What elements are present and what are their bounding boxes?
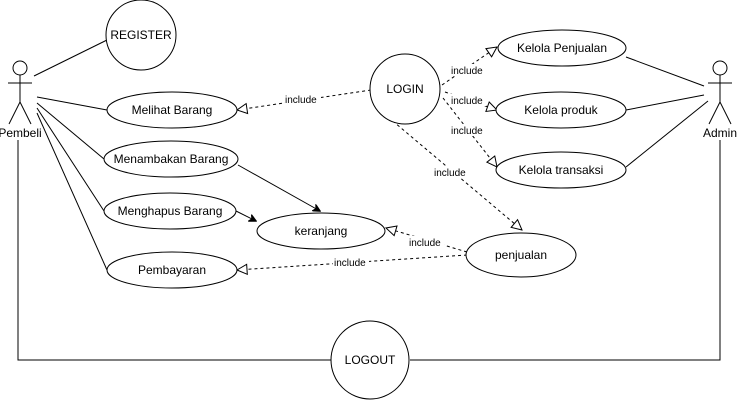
include-login-penjualan	[387, 116, 522, 230]
usecase-label: Melihat Barang	[132, 103, 213, 117]
assoc-pembeli-menghapus-barang	[36, 107, 105, 212]
include-label-penjualan: include	[434, 168, 466, 179]
usecase-melihat-barang[interactable]: Melihat Barang	[106, 91, 238, 129]
usecase-logout[interactable]: LOGOUT	[330, 320, 410, 400]
actor-label-admin: Admin	[703, 126, 737, 140]
usecase-label: Kelola transaksi	[519, 163, 604, 177]
include-label-pembayaran: include	[334, 258, 366, 269]
actor-label-pembeli: Pembeli	[0, 126, 42, 140]
actor-admin[interactable]: Admin	[703, 60, 737, 140]
assoc-pembeli-melihat-barang	[36, 96, 108, 111]
assoc-admin-kelola-produk	[625, 94, 705, 111]
usecase-label: penjualan	[495, 248, 547, 262]
include-label-kelola-produk: include	[451, 96, 483, 107]
include-login-kelola-penjualan	[441, 47, 497, 86]
usecase-label: Kelola produk	[524, 103, 598, 117]
assoc-admin-kelola-penjualan	[625, 56, 705, 87]
include-labels: include include include include include …	[285, 64, 486, 269]
usecase-register[interactable]: REGISTER	[105, 0, 177, 71]
include-label-kelola-penjualan: include	[451, 66, 483, 77]
usecase-penjualan[interactable]: penjualan	[465, 232, 577, 278]
associations	[17, 39, 721, 361]
usecase-label: LOGIN	[386, 82, 423, 96]
usecase-label: Kelola Penjualan	[517, 41, 607, 55]
usecase-label: REGISTER	[110, 28, 172, 42]
usecase-kelola-transaksi[interactable]: Kelola transaksi	[495, 151, 627, 189]
assoc-pembeli-pembayaran	[36, 112, 108, 271]
assoc-pembeli-logout-left	[17, 140, 331, 361]
usecase-login[interactable]: LOGIN	[369, 53, 441, 125]
include-label-keranjang: include	[409, 238, 441, 249]
include-label-melihat: include	[285, 95, 317, 106]
arrow-menghapus-to-keranjang	[235, 210, 256, 221]
arrow-menambakan-to-keranjang	[237, 164, 320, 211]
usecase-menghapus-barang[interactable]: Menghapus Barang	[103, 192, 237, 230]
usecase-pembayaran[interactable]: Pembayaran	[106, 251, 238, 289]
assoc-admin-kelola-transaksi	[625, 100, 709, 168]
usecase-menambakan-barang[interactable]: Menambakan Barang	[103, 140, 239, 178]
assoc-pembeli-register	[33, 39, 108, 77]
usecase-kelola-penjualan[interactable]: Kelola Penjualan	[497, 29, 627, 67]
actor-pembeli[interactable]: Pembeli	[0, 60, 42, 140]
usecase-label: LOGOUT	[345, 353, 396, 367]
stick-figure-icon	[8, 60, 32, 125]
usecase-keranjang[interactable]: keranjang	[256, 212, 386, 250]
usecase-label: keranjang	[295, 224, 348, 238]
usecase-kelola-produk[interactable]: Kelola produk	[495, 91, 627, 129]
assoc-pembeli-menambakan-barang	[36, 102, 105, 160]
include-label-kelola-transaksi: include	[451, 126, 483, 137]
usecase-label: Menghapus Barang	[118, 204, 223, 218]
assoc-admin-logout-right	[410, 140, 721, 361]
usecase-label: Pembayaran	[138, 263, 206, 277]
usecase-label: Menambakan Barang	[114, 152, 229, 166]
stick-figure-icon	[708, 60, 732, 125]
